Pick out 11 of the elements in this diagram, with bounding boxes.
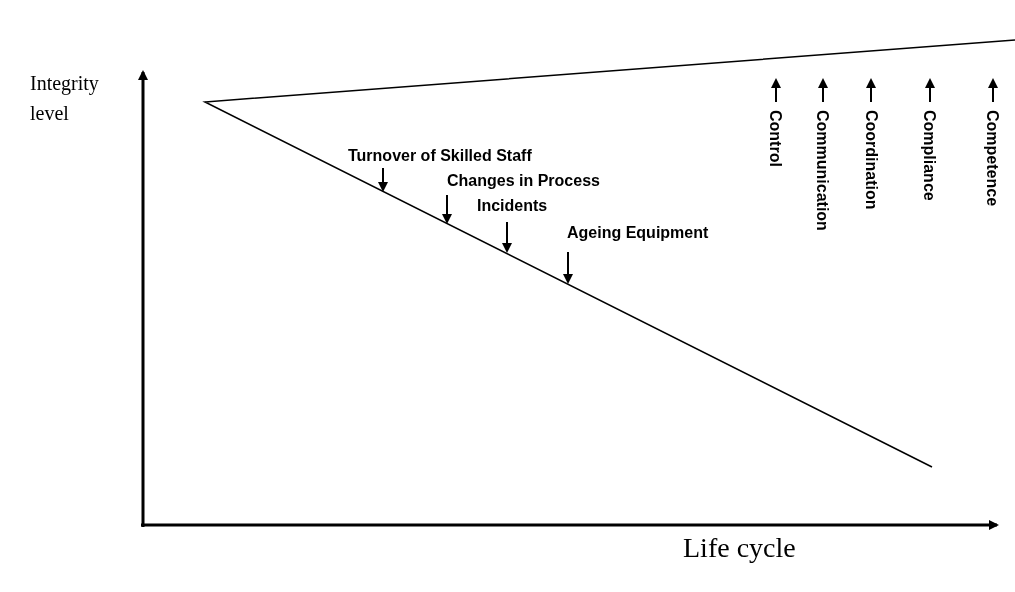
y-axis-label: Integrity level: [30, 71, 100, 126]
factor-label: Competence: [983, 110, 1001, 207]
factor-label: Communication: [813, 110, 831, 231]
factor-label: Turnover of Skilled Staff: [348, 147, 532, 165]
factor-label: Changes in Process: [447, 172, 600, 190]
factor-label: Ageing Equipment: [567, 224, 709, 242]
x-axis-label: Life cycle: [683, 532, 796, 564]
factor-label: Compliance: [920, 110, 938, 201]
factor-label: Incidents: [477, 197, 548, 215]
factor-label: Coordination: [862, 110, 880, 210]
factor-label: Control: [766, 110, 784, 167]
